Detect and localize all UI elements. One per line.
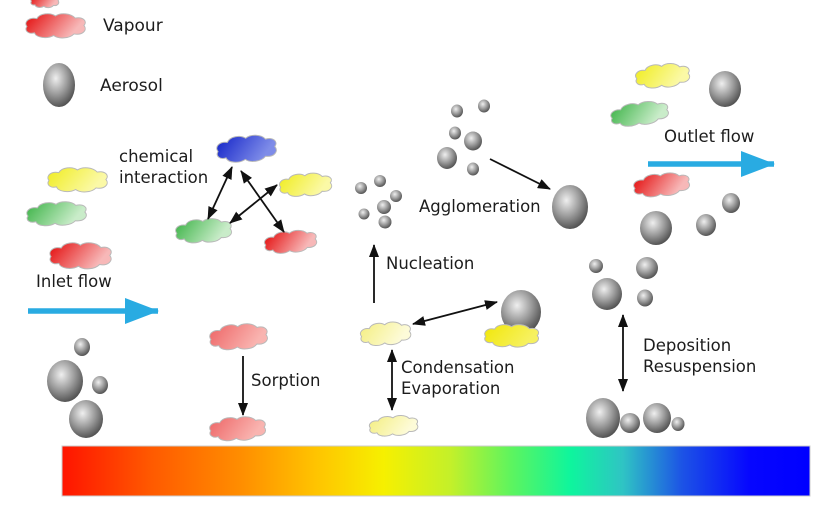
aerosol-sphere (92, 376, 108, 394)
sorption-label: Sorption (251, 371, 321, 390)
inlet-green-vapour (26, 201, 87, 227)
legend-vapour-label: Vapour (103, 16, 163, 36)
chemical-yellow-vapour (279, 172, 332, 198)
aerosol-sphere (47, 360, 83, 402)
aerosol-sphere (464, 131, 482, 151)
condensation-coated-vapour (485, 325, 539, 347)
evaporation-bottom-vapour (369, 414, 419, 437)
aerosol-sphere (437, 147, 457, 169)
chemical-green-vapour (175, 217, 232, 244)
legend-aerosol-label: Aerosol (100, 76, 163, 96)
aerosol-sphere (586, 398, 620, 438)
chemical-arrow-yellow-green (229, 184, 278, 224)
legend-vapour-blob (26, 14, 85, 38)
aerosol-sphere (696, 214, 716, 236)
aerosol-sphere (478, 99, 490, 113)
aerosol-sphere (355, 182, 367, 194)
chemical-arrow-blue-red (240, 170, 285, 233)
chemical-blue-vapour (216, 134, 277, 164)
temperature-gradient-bar (61, 445, 811, 497)
aerosol-sphere (671, 417, 685, 431)
aerosol-sphere (378, 215, 392, 229)
condensation-diagonal-arrow (412, 300, 498, 326)
sorption-bottom-vapour (209, 416, 266, 442)
condensation-left-vapour (360, 321, 412, 348)
aerosol-sphere (709, 71, 741, 107)
aerosol-sphere (74, 338, 90, 356)
outlet-yellow-vapour (635, 62, 691, 90)
aerosol-sphere (592, 278, 622, 310)
sorption-top-vapour (209, 322, 268, 351)
condensation-evaporation-label: Condensation Evaporation (401, 358, 515, 399)
aerosol-sphere (377, 200, 391, 214)
agglomeration-label: Agglomeration (419, 197, 541, 216)
aerosol-sphere (722, 193, 740, 213)
aerosol-sphere (640, 211, 672, 245)
outlet-red-vapour (633, 171, 691, 199)
agglomerated-aerosol-sphere (552, 185, 588, 229)
chemical-interaction-label: chemical interaction (119, 147, 209, 188)
aerosol-sphere (643, 403, 671, 433)
aerosol-sphere (358, 208, 370, 220)
aerosol-sphere (637, 289, 653, 307)
chemical-arrow-blue-green (207, 166, 233, 220)
aerosol-sphere (374, 175, 386, 187)
aerosol-sphere (69, 400, 103, 438)
condensation-aerosol-sphere (501, 290, 541, 334)
outlet-green-vapour (610, 99, 670, 129)
aerosol-sphere (390, 190, 402, 202)
deposition-resuspension-label: Deposition Resuspension (643, 336, 757, 377)
chemical-red-vapour (264, 228, 318, 255)
aerosol-sphere (589, 259, 603, 273)
inlet-red-vapour (50, 243, 111, 269)
legend-aerosol-sphere (43, 63, 75, 107)
aerosol-sphere (636, 257, 658, 279)
agglomeration-arrow (489, 158, 551, 190)
aerosol-sphere (467, 162, 479, 176)
inlet-flow-label: Inlet flow (36, 272, 112, 291)
inlet-yellow-vapour (48, 168, 107, 192)
aerosol-sphere (620, 413, 640, 433)
outlet-flow-label: Outlet flow (664, 127, 755, 146)
top-edge-vapour-blob (31, 0, 59, 8)
aerosol-sphere (449, 126, 461, 140)
nucleation-label: Nucleation (386, 254, 475, 273)
aerosol-sphere (451, 104, 463, 118)
